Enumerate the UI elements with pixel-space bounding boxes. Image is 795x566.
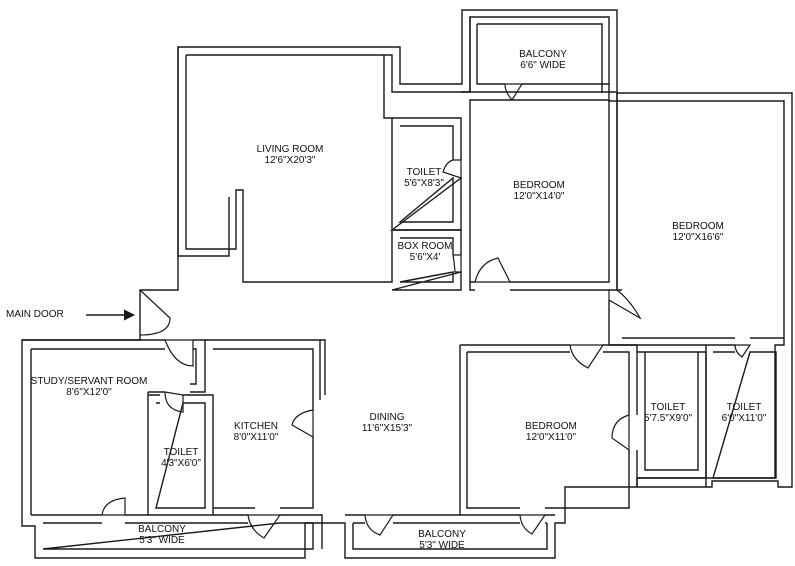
bedroom-b-wall	[608, 93, 784, 346]
study-room-wall	[22, 339, 206, 515]
top-balcony-wall	[469, 17, 609, 93]
outer-wall-inner-line	[30, 16, 785, 515]
bedroom-c-wall	[459, 344, 638, 515]
toilet-right-wall	[705, 345, 777, 487]
main-door-arrow	[86, 309, 136, 321]
dining-wall	[345, 514, 555, 550]
balcony-left-wall	[31, 514, 323, 550]
main-door-label: MAIN DOOR	[6, 309, 64, 320]
door-swings	[101, 83, 752, 539]
living-room-wall	[185, 55, 393, 283]
outer-wall-outline	[21, 9, 793, 559]
living-wall-inner	[177, 47, 230, 257]
study-toilet-wall	[148, 394, 214, 515]
kitchen-wall	[205, 339, 326, 509]
box-room-wall	[391, 229, 462, 291]
